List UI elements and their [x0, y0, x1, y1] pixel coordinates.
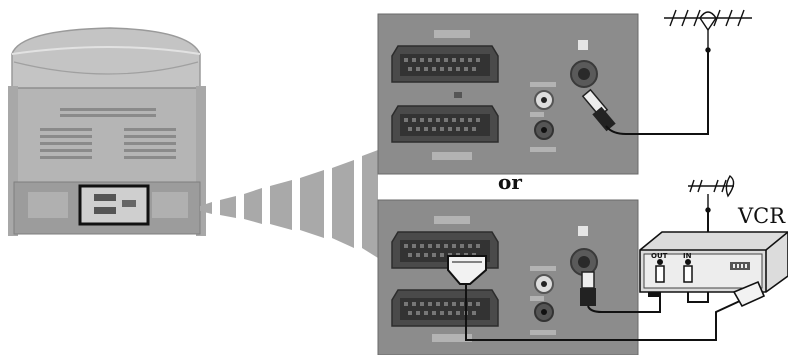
aerial-cable-top: [605, 50, 709, 135]
vcr-out-jack: [657, 259, 663, 265]
scart-cable: [465, 284, 743, 341]
vcr-in-jack: [685, 259, 691, 265]
aerial-plug-bottom: [580, 271, 596, 306]
scart-socket-2: [391, 105, 499, 160]
connection-panel-top: [377, 13, 639, 175]
vcr-out-cable: [587, 282, 661, 313]
tv-rear-view: [8, 27, 206, 236]
or-label: or: [498, 170, 522, 194]
vcr-in-label: IN: [683, 252, 692, 260]
vcr-label: VCR: [738, 204, 786, 228]
vcr-out-label: OUT: [651, 252, 668, 260]
tv-vent-grille: [40, 108, 176, 159]
scart-plug: [447, 255, 487, 285]
aerial-plug-top: [581, 88, 616, 132]
antenna-top-icon: [664, 9, 752, 53]
scart-socket-1: [391, 30, 499, 83]
connection-panel-bottom: [377, 199, 639, 355]
tv-connector-highlight: [78, 184, 150, 226]
vcr-unit: OUT IN: [639, 231, 788, 308]
zoom-rays: [200, 150, 378, 258]
antenna-bottom-icon: [688, 174, 735, 213]
